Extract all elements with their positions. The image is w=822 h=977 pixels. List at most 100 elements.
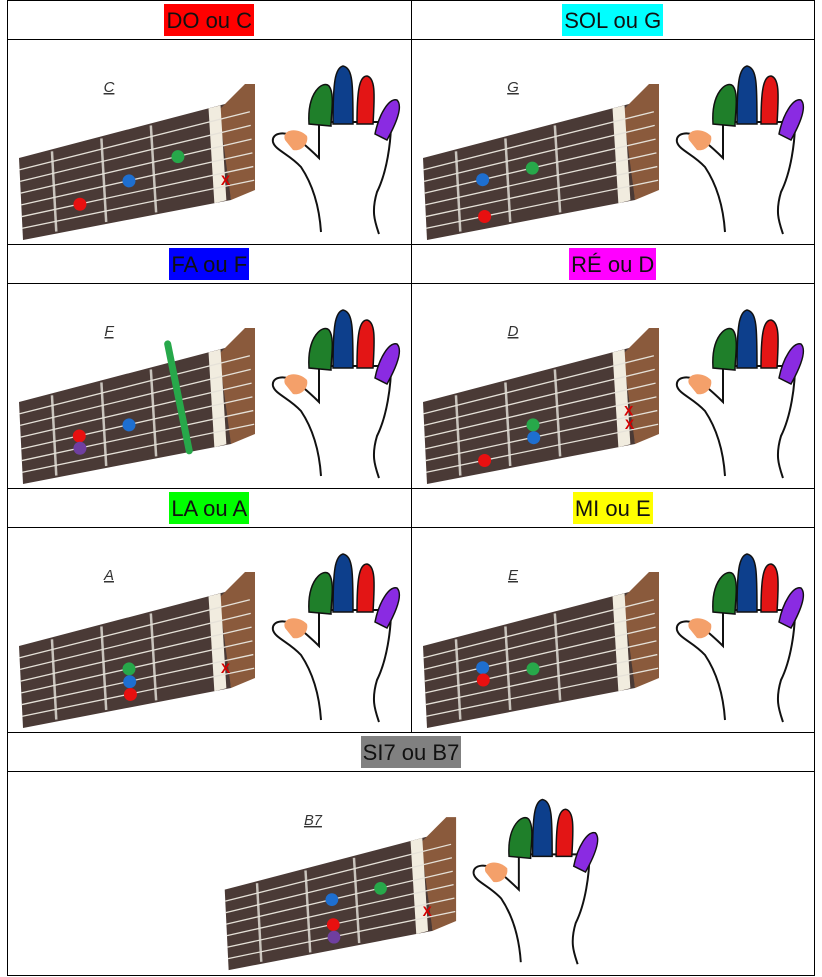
hand-icon bbox=[675, 309, 804, 479]
fretboard bbox=[19, 328, 256, 484]
chord-diagram: E bbox=[422, 553, 804, 728]
chord-header-do: DO ou C bbox=[7, 0, 412, 40]
guitar-string bbox=[423, 368, 655, 427]
nut bbox=[612, 105, 631, 204]
guitar-string bbox=[227, 910, 456, 959]
guitar-string bbox=[425, 409, 658, 462]
chord-label: G bbox=[507, 79, 519, 96]
nut bbox=[612, 349, 631, 448]
fret-line bbox=[553, 125, 562, 213]
x-mark-icon: X bbox=[625, 416, 635, 432]
fret-line bbox=[553, 613, 562, 701]
guitar-string bbox=[424, 626, 656, 682]
chord-cell-fa: F bbox=[7, 283, 412, 489]
fret-line bbox=[50, 639, 58, 720]
guitar-string bbox=[21, 152, 253, 206]
fretboard bbox=[422, 84, 659, 240]
hand-icon bbox=[272, 65, 401, 235]
index-finger bbox=[711, 327, 737, 371]
guitar-string bbox=[19, 355, 251, 415]
middle-finger bbox=[735, 65, 758, 125]
guitar-string bbox=[424, 396, 657, 450]
thumb bbox=[688, 130, 712, 151]
guitar-string bbox=[22, 423, 255, 473]
chord-label: B7 bbox=[304, 812, 323, 828]
fret-line bbox=[454, 395, 462, 476]
index-finger bbox=[508, 816, 533, 859]
chord-label: E bbox=[508, 567, 519, 584]
finger-dot bbox=[477, 210, 491, 224]
chord-title: SOL ou G bbox=[562, 4, 664, 36]
guitar-string bbox=[225, 843, 452, 902]
guitar-string bbox=[424, 138, 656, 194]
fretboard: X bbox=[19, 84, 256, 240]
chord-label: A bbox=[103, 567, 114, 584]
guitar-string bbox=[424, 640, 657, 694]
x-mark-icon: X bbox=[423, 904, 433, 919]
index-finger bbox=[308, 571, 334, 615]
nut bbox=[410, 837, 429, 934]
thumb bbox=[484, 861, 508, 882]
middle-finger bbox=[531, 798, 553, 857]
finger-dot bbox=[171, 150, 185, 164]
fret-line bbox=[503, 138, 512, 223]
pinky-finger bbox=[572, 831, 599, 873]
ring-finger bbox=[759, 75, 779, 125]
middle-finger bbox=[332, 65, 355, 125]
fret-line bbox=[149, 369, 158, 457]
pinky-finger bbox=[374, 99, 401, 141]
finger-dot bbox=[374, 881, 387, 895]
guitar-string bbox=[423, 355, 654, 415]
x-mark-icon: X bbox=[221, 172, 231, 188]
fret-line bbox=[503, 626, 512, 711]
guitar-string bbox=[225, 856, 453, 913]
guitar-string bbox=[425, 165, 658, 218]
chord-title: MI ou E bbox=[572, 492, 653, 524]
fret-line bbox=[100, 626, 108, 711]
chord-cell-si7: X B7 bbox=[7, 771, 815, 976]
guitar-string bbox=[424, 152, 657, 206]
fret-line bbox=[100, 382, 108, 467]
guitar-string bbox=[22, 667, 255, 717]
chord-diagram: XXD bbox=[422, 309, 804, 484]
chord-header-fa: FA ou F bbox=[7, 244, 412, 284]
ring-finger bbox=[759, 563, 779, 613]
fretboard: X bbox=[19, 572, 256, 728]
chord-title: SI7 ou B7 bbox=[360, 736, 462, 768]
pinky-finger bbox=[777, 587, 804, 629]
chord-header-mi: MI ou E bbox=[410, 488, 815, 528]
guitar-string bbox=[226, 870, 453, 925]
finger-dot bbox=[526, 431, 540, 445]
chord-title: DO ou C bbox=[164, 4, 255, 36]
chord-diagram: G bbox=[422, 65, 804, 240]
hand-icon bbox=[272, 309, 401, 479]
guitar-string bbox=[423, 599, 654, 659]
hand-icon bbox=[675, 65, 804, 235]
finger-dot bbox=[475, 173, 489, 187]
finger-dot bbox=[325, 892, 339, 906]
finger-dot bbox=[73, 429, 87, 443]
finger-dot bbox=[124, 687, 138, 701]
chord-diagram: X B7 bbox=[224, 798, 599, 970]
nut bbox=[208, 349, 227, 448]
nut bbox=[612, 593, 631, 692]
hand-icon bbox=[272, 553, 401, 723]
guitar-string bbox=[19, 111, 251, 171]
chord-diagram: XC bbox=[19, 65, 401, 240]
guitar-string bbox=[423, 111, 654, 171]
guitar-string bbox=[226, 883, 454, 936]
guitar-string bbox=[21, 640, 253, 694]
finger-dot bbox=[73, 441, 87, 455]
guitar-string bbox=[426, 423, 659, 473]
thumb bbox=[284, 618, 308, 639]
thumb bbox=[284, 130, 308, 151]
finger-dot bbox=[525, 161, 539, 175]
chord-diagram: F bbox=[19, 309, 401, 484]
guitar-string bbox=[20, 138, 252, 194]
pinky-finger bbox=[374, 587, 401, 629]
thumb bbox=[688, 618, 712, 639]
nut bbox=[208, 593, 227, 692]
ring-finger bbox=[356, 319, 376, 369]
